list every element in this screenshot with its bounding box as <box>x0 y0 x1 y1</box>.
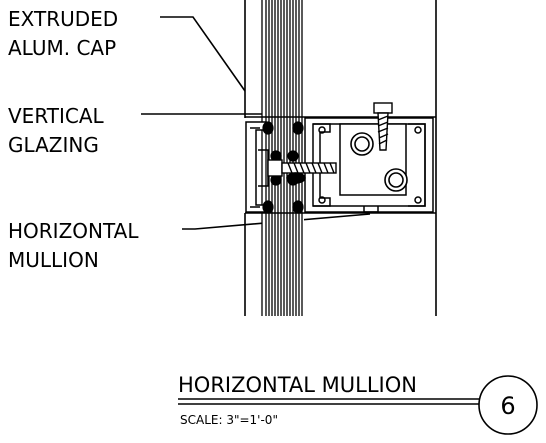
label-vertical-glazing: VERTICAL GLAZING <box>8 104 105 157</box>
screw-bosses <box>350 132 408 192</box>
label-horizontal-mullion-line2: MULLION <box>8 248 99 272</box>
title-block: HORIZONTAL MULLION SCALE: 3"=1'-0" 6 <box>178 373 538 435</box>
detail-scale: SCALE: 3"=1'-0" <box>180 413 278 427</box>
leader-extruded-cap <box>160 16 246 92</box>
gasket-setting-top-2 <box>287 150 299 162</box>
screw-shank <box>281 162 337 174</box>
gasket-outer-bottom <box>262 200 274 214</box>
label-vertical-glazing-line1: VERTICAL <box>8 104 105 128</box>
horizontal-mullion-body <box>304 117 434 213</box>
gasket-outer-top <box>262 121 274 135</box>
detail-title: HORIZONTAL MULLION <box>178 373 417 397</box>
label-vertical-glazing-line2: GLAZING <box>8 133 99 157</box>
frame-lines <box>244 0 437 316</box>
pressure-plate-screw <box>267 159 337 184</box>
leader-horizontal-mullion <box>182 213 371 230</box>
detail-number: 6 <box>500 392 515 420</box>
label-horizontal-mullion-line1: HORIZONTAL <box>8 219 139 243</box>
detail-number-bubble <box>478 375 538 435</box>
gasket-inner-top <box>292 121 304 135</box>
label-extruded-cap-line1: EXTRUDED <box>8 7 118 31</box>
anchor-screw <box>373 102 393 151</box>
mullion-band <box>245 116 436 214</box>
title-underline <box>178 398 480 405</box>
screw-head <box>267 159 283 177</box>
screw-washer <box>286 172 306 184</box>
gasket-inner-bottom <box>292 200 304 214</box>
label-extruded-cap: EXTRUDED ALUM. CAP <box>8 7 118 60</box>
label-extruded-cap-line2: ALUM. CAP <box>8 36 116 60</box>
label-horizontal-mullion: HORIZONTAL MULLION <box>8 219 139 272</box>
